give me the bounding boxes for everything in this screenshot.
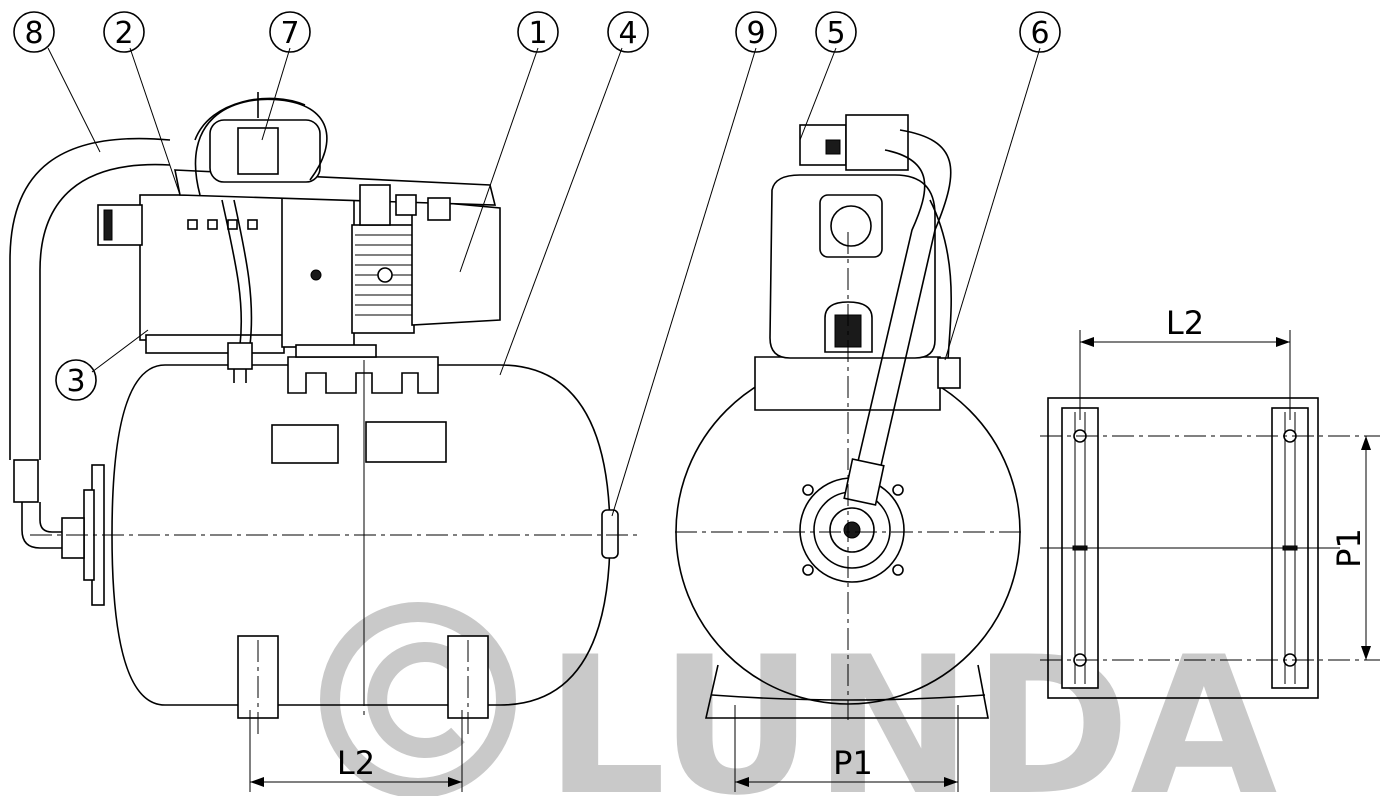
- dimension-l2-side: L2: [249, 710, 463, 792]
- dimension-l2-plan: L2: [1079, 304, 1291, 420]
- callout-9: 9: [735, 11, 777, 53]
- callout-3: 3: [55, 359, 97, 401]
- callout-1: 1: [517, 11, 559, 53]
- callout-6: 6: [1019, 11, 1061, 53]
- callout-2: 2: [103, 11, 145, 53]
- callout-4-label: 4: [618, 16, 637, 51]
- dimension-label-l2-plan: L2: [1166, 304, 1204, 342]
- front-view: P1: [675, 114, 1022, 792]
- watermark-text: LUNDA: [545, 616, 1277, 796]
- dimension-p1-front: P1: [734, 705, 959, 792]
- watermark: LUNDA: [320, 602, 1277, 801]
- callout-7-label: 7: [280, 16, 299, 51]
- callout-7: 7: [269, 11, 311, 53]
- leader-lines: [47, 47, 1041, 517]
- dimension-p1-plan: P1: [1330, 436, 1371, 660]
- dimension-label-p1-front: P1: [833, 744, 873, 782]
- side-view: L2: [9, 92, 640, 792]
- callout-6-label: 6: [1030, 16, 1049, 51]
- motor-fins: [355, 234, 412, 316]
- plan-view: L2 P1: [1040, 304, 1380, 699]
- callout-2-label: 2: [114, 16, 133, 51]
- callout-5: 5: [815, 11, 857, 53]
- dimension-label-p1-plan: P1: [1330, 528, 1368, 568]
- callout-5-label: 5: [826, 16, 845, 51]
- callout-4: 4: [607, 11, 649, 53]
- callout-8: 8: [13, 11, 55, 53]
- dimension-label-l2-side: L2: [337, 744, 375, 782]
- watermark-logo-icon: [320, 602, 516, 798]
- callout-1-label: 1: [528, 16, 547, 51]
- callout-8-label: 8: [24, 16, 43, 51]
- callout-3-label: 3: [66, 364, 85, 399]
- callout-9-label: 9: [746, 16, 765, 51]
- side-tank: [111, 364, 611, 706]
